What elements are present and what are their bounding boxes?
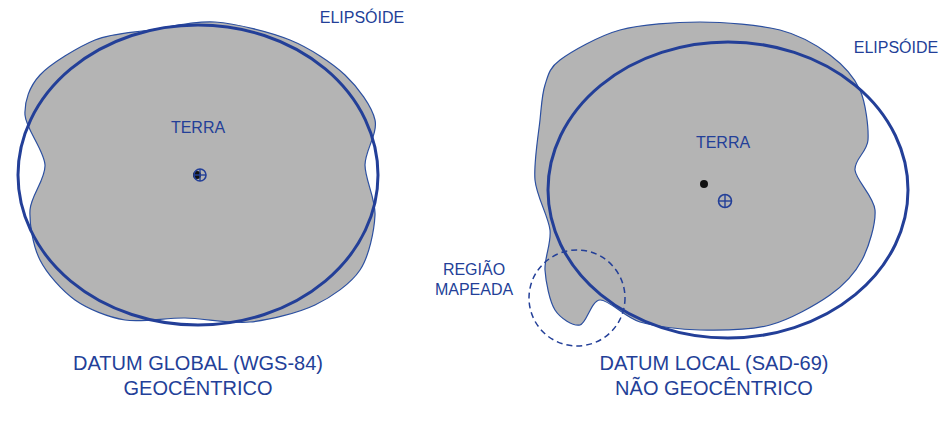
earth-label: TERRA — [678, 133, 768, 153]
ellipsoid — [18, 25, 378, 325]
region-label: REGIÃO MAPEADA — [434, 260, 514, 300]
mapped-region-circle — [529, 250, 625, 346]
earth-center-dot — [700, 180, 708, 188]
earth-shape — [535, 22, 875, 330]
ellipsoid-label: ELIPSÓIDE — [307, 8, 417, 28]
datum-caption: DATUM LOCAL (SAD-69) NÃO GEOCÊNTRICO — [583, 351, 845, 401]
ellipsoid-label: ELIPSÓIDE — [848, 38, 944, 58]
earth-label: TERRA — [153, 118, 243, 138]
datum-caption: DATUM GLOBAL (WGS-84) GEOCÊNTRICO — [67, 351, 329, 401]
center-symbol — [193, 169, 206, 181]
ellipsoid — [548, 42, 908, 338]
ellipsoid-center-symbol — [719, 195, 732, 208]
